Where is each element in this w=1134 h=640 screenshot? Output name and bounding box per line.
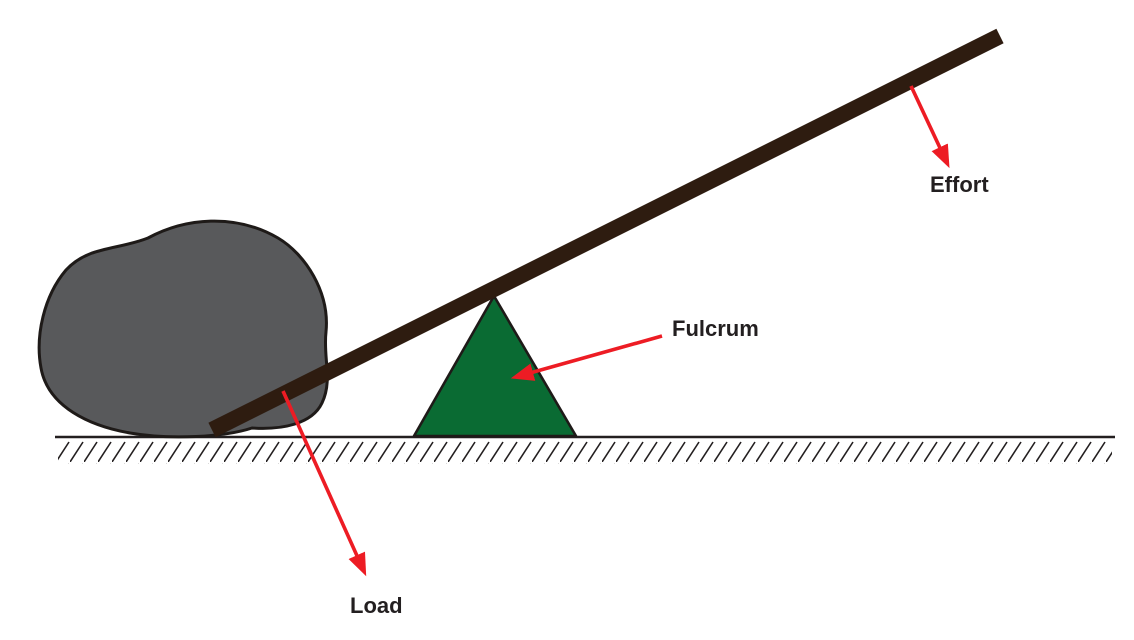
load-arrow [281,390,367,577]
fulcrum-arrow [510,334,663,381]
effort-arrow [909,85,950,169]
fulcrum-label: Fulcrum [672,316,759,341]
load-label: Load [350,593,403,618]
ground-hatching [58,441,1112,464]
lever-bar [208,28,1004,438]
effort-label: Effort [930,172,989,197]
rock-load-shape [37,219,329,439]
